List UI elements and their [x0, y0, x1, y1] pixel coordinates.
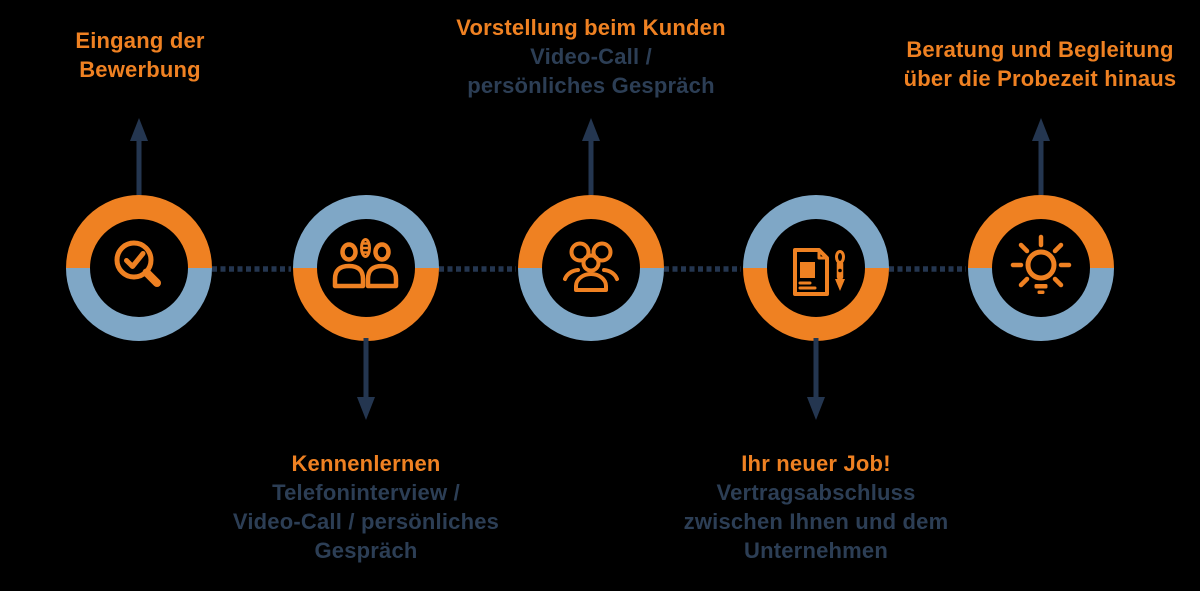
step-4-ring-top: [743, 195, 889, 269]
group-of-people-icon: [563, 241, 619, 292]
step-2-ring-bottom: [293, 267, 439, 341]
step-1-label: Eingang der Bewerbung: [75, 26, 204, 84]
bulb-rays: [1010, 234, 1072, 288]
step-4-label-line: Unternehmen: [743, 538, 888, 563]
group-shoulder-left: [563, 268, 580, 281]
lightbulb-idea-icon: [1010, 234, 1072, 294]
group-head-right: [591, 241, 613, 263]
group-shoulder-right: [602, 268, 619, 281]
person-body: [332, 263, 366, 289]
step-1-label-line: Eingang der: [75, 28, 205, 53]
arrow-head: [357, 397, 375, 420]
step-3-label-line: Vorstellung beim Kunden: [456, 15, 726, 40]
step-4-label-line: Vertragsabschluss: [716, 480, 916, 505]
group-head-left: [569, 241, 591, 263]
arrow-head: [1032, 118, 1050, 141]
step-3-ring-top: [518, 195, 664, 269]
step-4-label-line: zwischen Ihnen und dem: [683, 509, 949, 534]
bulb-glass: [1025, 249, 1057, 281]
step-4-ring-bottom: [743, 267, 889, 341]
bulb-base-tip: [1037, 290, 1045, 294]
magnifier-lens: [114, 240, 154, 280]
person-head: [340, 242, 358, 262]
contract-pen-icon: [793, 248, 845, 296]
connector-dotted-line-1: [212, 266, 291, 272]
step-4-label-line: Ihr neuer Job!: [741, 451, 891, 476]
pen-grip-dot: [838, 268, 842, 273]
arrow-head: [807, 397, 825, 420]
bulb-base: [1034, 284, 1048, 289]
step-5-label: Beratung und Begleitung über die Probeze…: [904, 35, 1177, 93]
connector-dotted-line-3: [664, 266, 741, 272]
document-text-block: [800, 262, 815, 278]
step-3-ring-bottom: [518, 267, 664, 341]
speech-lines: [360, 242, 371, 254]
document-signature-lines: [798, 281, 817, 290]
step-5-label-line: Beratung und Begleitung: [906, 37, 1174, 62]
document-fold: [817, 248, 829, 260]
step-1-ring: [66, 195, 212, 341]
arrow-head: [130, 118, 148, 141]
step-2-label-line: Video-Call / persönliches: [232, 509, 500, 534]
step-2-label: Kennenlernen Telefoninterview / Video-Ca…: [233, 449, 499, 565]
person-body: [365, 263, 399, 289]
check-mark: [124, 251, 146, 269]
pen-nib: [835, 279, 845, 291]
step-4-ring: [743, 195, 889, 341]
step-2-label-line: Gespräch: [314, 538, 418, 563]
step-3-ring: [518, 195, 664, 341]
group-body-front: [574, 272, 608, 292]
step-5-ring-bottom: [968, 267, 1114, 341]
step-1-ring-bottom: [66, 267, 212, 341]
step-2-down-arrow: [357, 338, 375, 420]
step-1-label-line: Bewerbung: [79, 57, 201, 82]
step-1-ring-top: [66, 195, 212, 269]
magnifier-check-icon: [114, 240, 161, 287]
step-2-label-line: Telefoninterview /: [272, 480, 460, 505]
step-3-label-line: Video-Call /: [530, 44, 652, 69]
step-3-label: Vorstellung beim Kunden Video-Call / per…: [456, 13, 725, 100]
step-5-ring-top: [968, 195, 1114, 269]
person-head: [373, 242, 391, 262]
step-2-ring-top: [293, 195, 439, 269]
step-5-ring: [968, 195, 1114, 341]
connector-dotted-line-2: [439, 266, 516, 272]
magnifier-handle: [142, 268, 161, 287]
step-4-down-arrow: [807, 338, 825, 420]
step-1-up-arrow: [130, 118, 148, 198]
step-2-ring: [293, 195, 439, 341]
step-5-up-arrow: [1032, 118, 1050, 198]
arrow-head: [582, 118, 600, 141]
step-3-up-arrow: [582, 118, 600, 198]
connector-dotted-line-4: [889, 266, 966, 272]
step-5-label-line: über die Probezeit hinaus: [903, 66, 1177, 91]
two-people-conversation-icon: [332, 238, 399, 289]
group-head-center: [581, 253, 601, 273]
step-3-label-line: persönliches Gespräch: [467, 73, 715, 98]
document-outline: [793, 248, 829, 296]
step-4-label: Ihr neuer Job! Vertragsabschluss zwische…: [684, 449, 949, 565]
step-2-label-line: Kennenlernen: [291, 451, 441, 476]
